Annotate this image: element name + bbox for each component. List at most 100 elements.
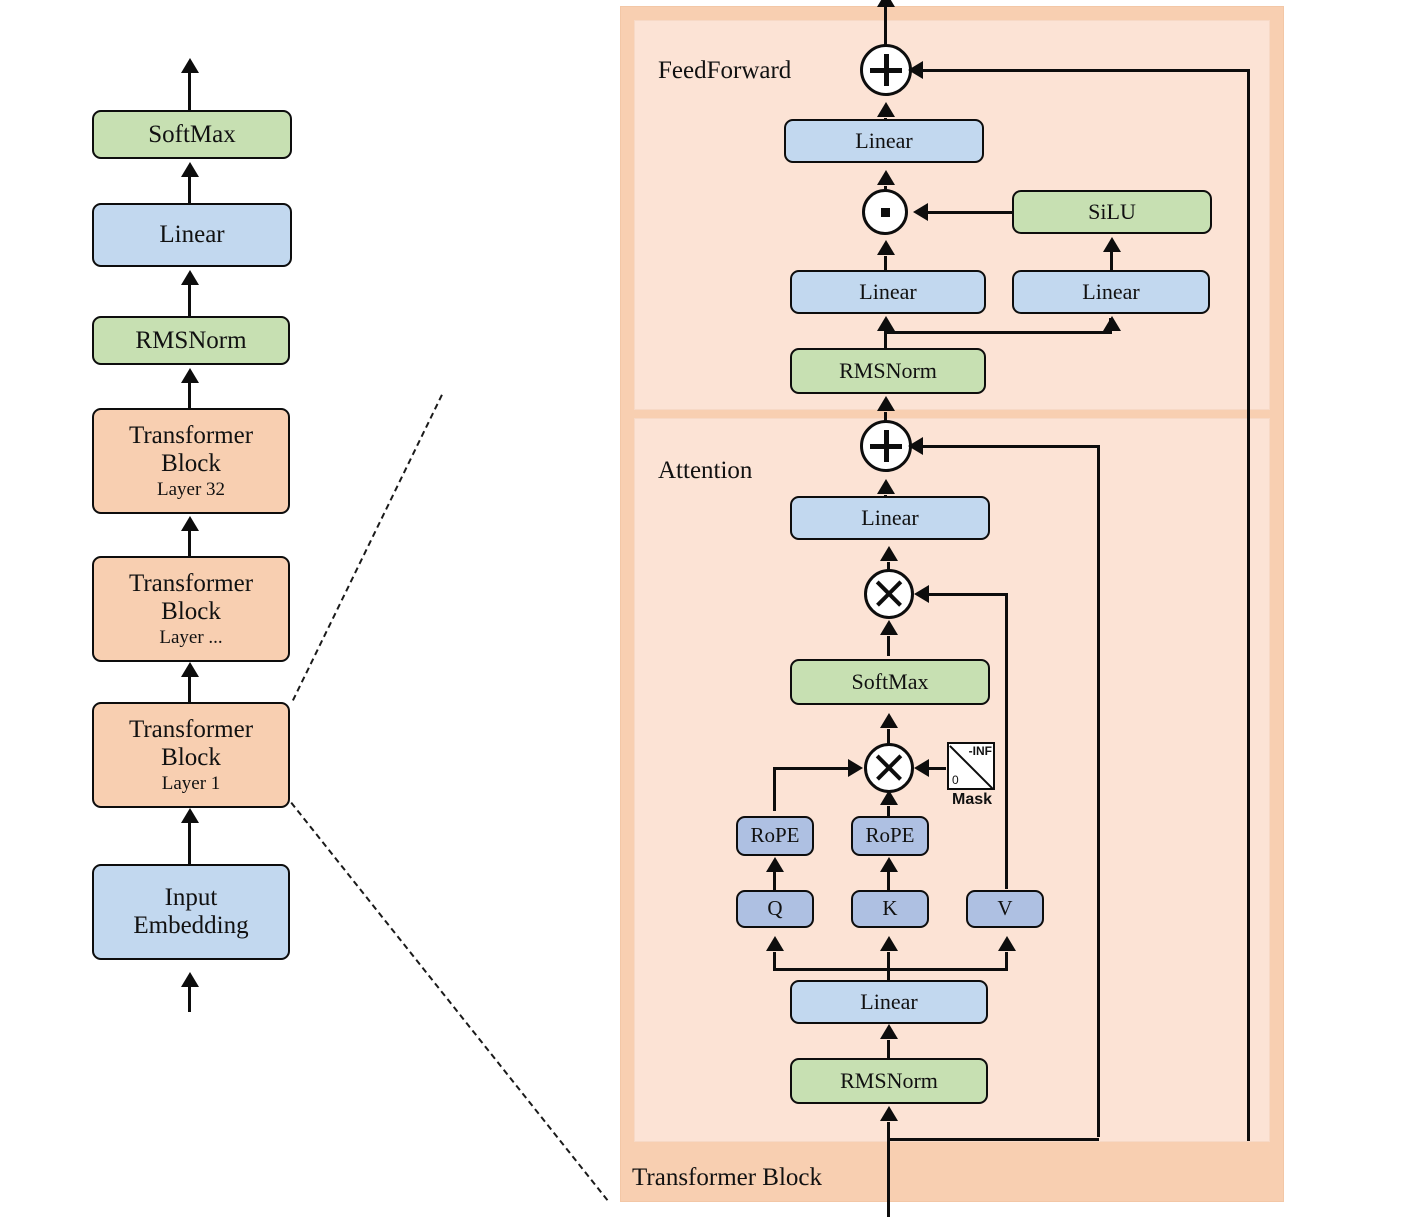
- attn-out-linear-box[interactable]: Linear: [790, 496, 990, 540]
- input-embedding-line1: Input: [164, 884, 218, 911]
- input-embedding-line2: Embedding: [133, 912, 249, 939]
- stack-softmax-in-line: [188, 176, 192, 208]
- attention-mask-icon: 0 -INF: [947, 742, 995, 790]
- stack-input-embedding-box[interactable]: Input Embedding: [92, 864, 290, 960]
- rope-q-label: RoPE: [750, 823, 800, 848]
- stack-rmsnorm-in-arrowhead: [180, 368, 199, 383]
- stack-softmax-box[interactable]: SoftMax: [92, 110, 292, 159]
- transformer-block-panel-label: Transformer Block: [632, 1164, 823, 1191]
- attn-outlinear-to-add-arrowhead: [876, 479, 895, 494]
- rope-k-box[interactable]: RoPE: [851, 816, 929, 856]
- ff-silu-box[interactable]: SiLU: [1012, 190, 1212, 234]
- attn-residual-h-line: [920, 444, 1100, 448]
- stack-input-arrowhead: [180, 972, 199, 987]
- ff-residual-h-line: [920, 68, 1250, 72]
- rope-q-box[interactable]: RoPE: [736, 816, 814, 856]
- qkv-v-arrowhead: [997, 936, 1016, 951]
- ff-elementwise-multiply-operator[interactable]: [862, 189, 908, 235]
- attn-rmsnorm-box[interactable]: RMSNorm: [790, 1058, 988, 1104]
- block32-title-line2: Block: [161, 449, 221, 477]
- stack-output-line: [188, 72, 192, 112]
- stack-transformer-block-1[interactable]: Transformer Block Layer 1: [92, 702, 290, 808]
- qkv-q-arrowhead: [765, 936, 784, 951]
- stack-rmsnorm-box[interactable]: RMSNorm: [92, 316, 290, 365]
- stack-rmsnorm-in-line: [188, 382, 192, 414]
- ff-out-linear-label: Linear: [855, 127, 913, 153]
- block1-in-arrowhead: [180, 808, 199, 823]
- ff-residual-arrowhead: [908, 61, 923, 79]
- ff-outlinear-to-add-arrowhead: [876, 102, 895, 117]
- attn-q-label: Q: [767, 896, 783, 921]
- mulqk-to-softmax-arrowhead: [879, 713, 898, 728]
- ff-rmsnorm-label: RMSNorm: [839, 357, 937, 383]
- block-input-line: [887, 1122, 891, 1217]
- silu-to-mul-arrowhead: [913, 203, 928, 221]
- mask-to-mul-line: [928, 766, 946, 770]
- attention-label: Attention: [658, 457, 753, 484]
- ff-output-arrowhead: [876, 0, 895, 7]
- ropek-to-mul-arrowhead: [879, 790, 898, 805]
- ff-up-linear-box[interactable]: Linear: [790, 270, 986, 314]
- block32-title-line1: Transformer: [128, 421, 254, 449]
- q-to-rope-arrowhead: [765, 857, 784, 872]
- blockmid-title-line2: Block: [161, 597, 221, 625]
- k-to-rope-line: [887, 872, 891, 890]
- k-to-rope-arrowhead: [879, 857, 898, 872]
- ff-out-linear-box[interactable]: Linear: [784, 119, 984, 163]
- stack-input-line: [188, 986, 192, 1012]
- qkv-fanout-q-line: [772, 952, 776, 968]
- softmax-to-mulav-line: [887, 636, 891, 656]
- v-to-mul-v-line: [1004, 592, 1008, 889]
- mulqk-to-softmax-line: [887, 729, 891, 751]
- ff-rmsnorm-box[interactable]: RMSNorm: [790, 348, 986, 394]
- ff-up-linear-label: Linear: [859, 278, 917, 304]
- feedforward-add-operator[interactable]: [860, 44, 912, 96]
- attn-k-box[interactable]: K: [851, 890, 929, 928]
- ff-rmsnorm-to-up-arrowhead: [876, 316, 895, 331]
- attn-softmax-label: SoftMax: [851, 668, 929, 694]
- ropek-to-mul-line: [887, 806, 891, 820]
- attn-k-label: K: [882, 896, 898, 921]
- attn-out-linear-label: Linear: [861, 504, 919, 530]
- stack-transformer-block-mid[interactable]: Transformer Block Layer ...: [92, 556, 290, 662]
- ff-rmsnorm-fanout-line: [884, 330, 1112, 334]
- attn-qkv-linear-box[interactable]: Linear: [790, 980, 988, 1024]
- block1-title-line2: Block: [161, 743, 221, 771]
- attn-qk-multiply-operator[interactable]: [864, 743, 914, 793]
- silu-to-mul-line: [925, 210, 1013, 214]
- ff-rmsnorm-out-line: [884, 330, 888, 354]
- qkv-fanout-h-line: [772, 967, 1008, 971]
- ff-rmsnorm-to-gate-arrowhead: [1102, 316, 1121, 331]
- block32-in-line: [188, 530, 192, 558]
- attn-rmsnorm-to-linear-arrowhead: [879, 1024, 898, 1039]
- attention-add-operator[interactable]: [860, 420, 912, 472]
- stack-transformer-block-32[interactable]: Transformer Block Layer 32: [92, 408, 290, 514]
- stack-linear-box[interactable]: Linear: [92, 203, 292, 267]
- ff-gate-linear-label: Linear: [1082, 278, 1140, 304]
- ff-residual-v-line: [1246, 68, 1250, 1141]
- attn-av-multiply-operator[interactable]: [864, 569, 914, 619]
- block-input-residual-tap: [887, 1137, 1099, 1141]
- attn-softmax-box[interactable]: SoftMax: [790, 659, 990, 705]
- mask-caption: Mask: [951, 791, 993, 808]
- ff-gate-linear-box[interactable]: Linear: [1012, 270, 1210, 314]
- ff-uplinear-to-mul-arrowhead: [876, 240, 895, 255]
- attn-q-box[interactable]: Q: [736, 890, 814, 928]
- v-to-mul-h-line: [926, 592, 1008, 596]
- rope-k-label: RoPE: [865, 823, 915, 848]
- stack-linear-label: Linear: [159, 221, 225, 248]
- block32-in-arrowhead: [180, 516, 199, 531]
- q-to-rope-line: [772, 872, 776, 890]
- attn-rmsnorm-to-linear-line: [887, 1040, 891, 1060]
- softmax-to-mulav-arrowhead: [879, 620, 898, 635]
- ff-output-line: [884, 6, 888, 52]
- attn-v-box[interactable]: V: [966, 890, 1044, 928]
- attn-mulav-to-linear-arrowhead: [879, 546, 898, 561]
- mask-neg-inf-label: -INF: [968, 744, 992, 758]
- qkv-k-arrowhead: [879, 936, 898, 951]
- attn-residual-arrowhead: [908, 437, 923, 455]
- callout-line-top: [292, 394, 443, 701]
- attn-residual-v-line: [1096, 444, 1100, 1137]
- attnadd-to-ffrmsnorm-arrowhead: [876, 396, 895, 411]
